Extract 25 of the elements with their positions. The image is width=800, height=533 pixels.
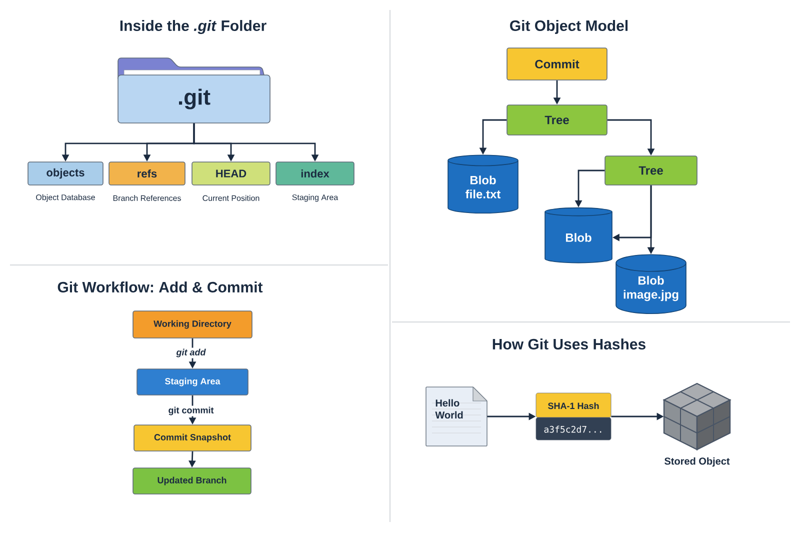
panel-title: Git Object Model xyxy=(510,20,628,34)
blob-cylinder: Blob image.jpg xyxy=(616,254,686,314)
panel-title: Git Workflow: Add & Commit xyxy=(58,282,263,292)
tree-box: Tree xyxy=(604,156,698,186)
node-label: Branch References xyxy=(113,195,181,201)
node-label: a3f5c2d7... xyxy=(544,426,602,433)
node-label: Object Database xyxy=(36,194,95,202)
node-label: Staging Area xyxy=(292,194,338,202)
panel-title: Inside the .git Folder xyxy=(120,20,266,34)
directory-box: objects xyxy=(28,162,104,186)
blob-cylinder: Blob file.txt xyxy=(448,154,518,214)
blob-cylinder: Blob xyxy=(544,207,612,264)
node-label: Stored Object xyxy=(664,457,730,467)
file-box: index xyxy=(276,162,354,186)
commit-box: Commit xyxy=(506,48,608,80)
hash-box: SHA-1 Hash a3f5c2d7... xyxy=(536,392,612,440)
directory-box: refs xyxy=(108,162,186,186)
step-box: Staging Area xyxy=(136,368,248,396)
step-box: Updated Branch xyxy=(132,468,252,494)
panel-title: How Git Uses Hashes xyxy=(492,338,646,350)
tree-box: Tree xyxy=(506,104,608,136)
node-label: Current Position xyxy=(202,195,260,201)
step-box: Working Directory xyxy=(132,310,252,338)
file-box: HEAD xyxy=(192,162,270,186)
step-box: Commit Snapshot xyxy=(134,424,252,452)
